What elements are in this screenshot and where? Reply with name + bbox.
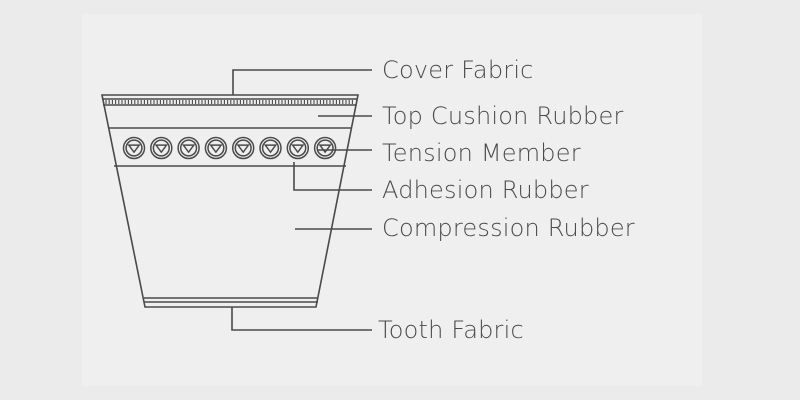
cord-inner-circle xyxy=(234,139,252,157)
cord-strand-triangle xyxy=(263,144,278,154)
cord-circle xyxy=(259,136,282,160)
cord-inner-circle xyxy=(289,139,307,157)
belt-outline xyxy=(101,94,359,308)
leader-tooth-fabric xyxy=(231,307,372,331)
label-tooth-fabric: Tooth Fabric xyxy=(378,316,524,344)
tension-cord xyxy=(286,136,310,160)
cord-strand-triangle xyxy=(318,144,332,154)
cord-circle xyxy=(150,136,173,160)
label-top-cushion-rubber: Top Cushion Rubber xyxy=(382,102,624,130)
label-tension-member: Tension Member xyxy=(382,139,581,167)
leader-adhesion-rubber xyxy=(293,162,372,191)
cord-circle xyxy=(231,136,255,160)
cord-circle xyxy=(313,136,337,160)
label-cover-fabric: Cover Fabric xyxy=(382,56,534,84)
cord-strand-triangle xyxy=(291,144,305,154)
cord-circle xyxy=(204,136,228,160)
cord-inner-circle xyxy=(207,139,225,157)
cord-strand-triangle xyxy=(181,144,196,154)
cord-strand-triangle xyxy=(236,144,250,154)
diagram-panel xyxy=(82,14,702,386)
tension-cords xyxy=(122,136,337,160)
cord-inner-circle xyxy=(261,139,280,157)
cord-circle xyxy=(286,136,310,160)
cord-strand-triangle xyxy=(127,144,141,154)
tension-cord xyxy=(122,136,146,160)
tension-cord xyxy=(313,136,337,160)
cord-inner-circle xyxy=(152,139,170,157)
cord-circle xyxy=(122,136,146,160)
cord-inner-circle xyxy=(125,139,143,157)
cord-strand-triangle xyxy=(209,144,223,154)
tension-cord xyxy=(231,136,255,160)
label-adhesion-rubber: Adhesion Rubber xyxy=(382,176,589,204)
label-compression-rubber: Compression Rubber xyxy=(382,214,635,242)
cord-inner-circle xyxy=(179,139,198,157)
leader-lines xyxy=(231,69,372,331)
cover-fabric-hatch xyxy=(105,100,353,104)
cord-strand-triangle xyxy=(154,144,168,154)
cord-inner-circle xyxy=(316,139,334,157)
tension-cord xyxy=(204,136,228,160)
tension-cord xyxy=(150,136,173,160)
tension-cord xyxy=(177,136,200,160)
tension-cord xyxy=(259,136,282,160)
belt-body xyxy=(101,94,359,308)
cord-circle xyxy=(177,136,200,160)
leader-cover-fabric xyxy=(232,69,372,95)
